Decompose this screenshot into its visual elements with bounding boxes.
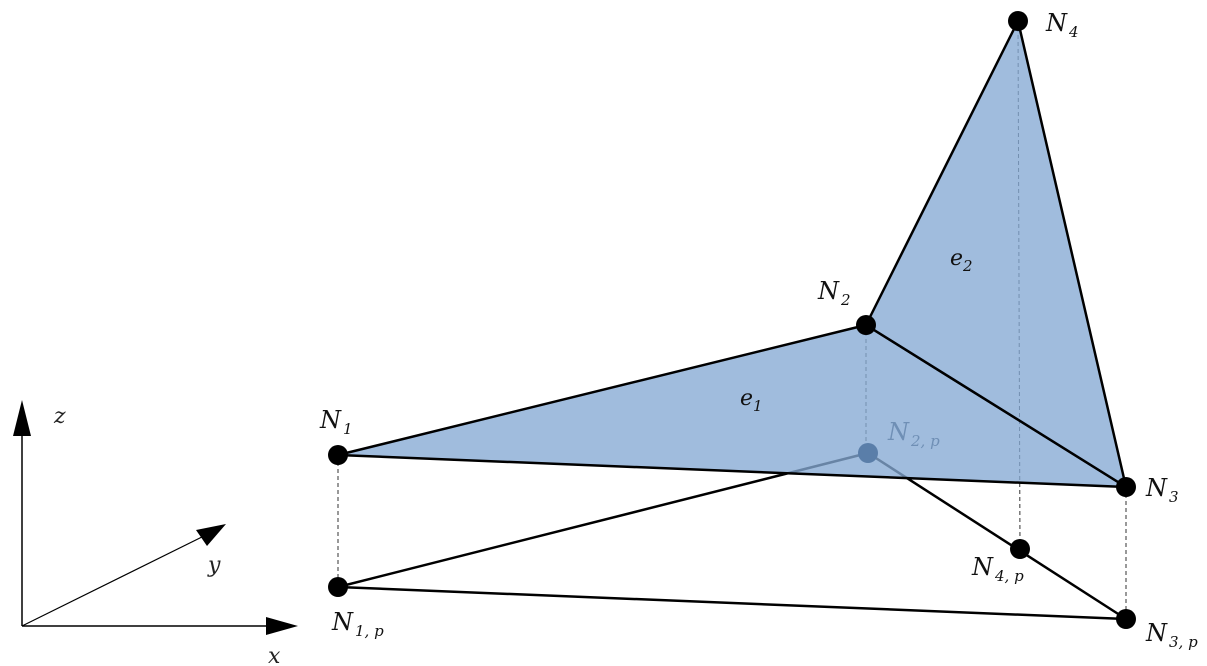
x-axis-label: x	[268, 644, 281, 666]
y-axis-label: y	[207, 553, 221, 578]
node-label-n3p-base: N	[1145, 619, 1168, 647]
projected-edge-n2p-n3p	[867, 451, 1127, 621]
node-label-n2p-base: N	[887, 418, 910, 446]
element-label-e2-base: e	[950, 246, 963, 271]
node-label-n2-sub: 2	[840, 291, 851, 309]
element-face-e2	[864, 19, 1128, 489]
node-label-n3-sub: 3	[1169, 488, 1179, 506]
node-n1	[328, 445, 348, 465]
node-label-n3-base: N	[1145, 474, 1168, 502]
node-label-n1p-base: N	[331, 608, 354, 636]
node-label-n1-base: N	[319, 406, 342, 434]
projected-edge-n1p-n2p	[337, 451, 869, 589]
node-label-n4p-sub: 4, p	[994, 567, 1024, 585]
node-n2p	[858, 443, 878, 463]
element-label-e1: e1	[740, 386, 763, 415]
node-n4	[1008, 11, 1028, 31]
element-label-e2-sub: 2	[962, 257, 973, 275]
element-faces	[336, 19, 1128, 489]
y-axis	[21, 531, 213, 627]
element-label-e2: e2	[950, 246, 973, 275]
element-label-e1-sub: 1	[753, 397, 763, 415]
node-label-n4-base: N	[1045, 9, 1068, 37]
node-n3	[1116, 477, 1136, 497]
nodes	[328, 11, 1136, 629]
node-n1p	[328, 577, 348, 597]
node-label-n3p-sub: 3, p	[1169, 633, 1198, 651]
node-label-n1p-sub: 1, p	[355, 622, 384, 640]
node-label-n4-sub: 4	[1068, 23, 1079, 41]
projected-mesh	[337, 451, 1127, 621]
element-labels: e1 e2	[740, 246, 973, 415]
node-n2	[856, 315, 876, 335]
coordinate-axes: z y x	[13, 400, 298, 666]
projected-edge-n1p-n3p	[337, 585, 1127, 621]
node-label-n2-base: N	[817, 277, 840, 305]
node-label-n4p-base: N	[971, 553, 994, 581]
y-axis-arrowhead	[196, 524, 226, 546]
node-label-n1-sub: 1	[343, 420, 353, 438]
node-n3p	[1116, 609, 1136, 629]
x-axis-arrowhead	[266, 617, 298, 635]
element-label-e1-base: e	[740, 386, 753, 411]
z-axis-arrowhead	[13, 400, 31, 436]
z-axis-label: z	[53, 404, 66, 429]
node-label-n2p-sub: 2, p	[910, 432, 940, 450]
node-n4p	[1010, 539, 1030, 559]
